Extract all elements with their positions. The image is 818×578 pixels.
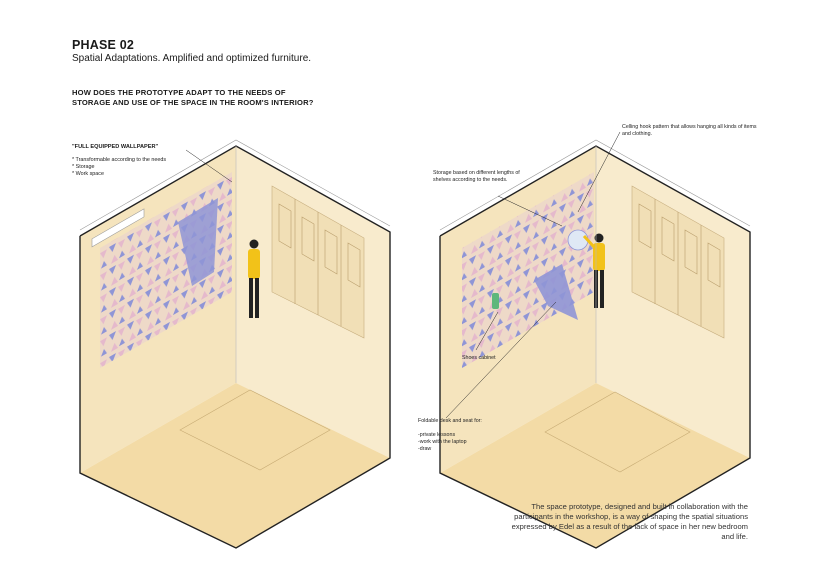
- desk-use-item: -draw: [418, 446, 432, 452]
- right-room-green-bottle: [492, 293, 499, 309]
- right-room-wardrobe-doors: [638, 199, 721, 326]
- ceiling-hook-annotation: Celling hook pattern that allows hanging…: [622, 124, 757, 137]
- right-room-leader-lines: [445, 131, 621, 419]
- right-room-top-edge: [439, 139, 751, 231]
- right-room-wallpaper: [462, 172, 594, 368]
- feature-item: * Storage: [72, 164, 95, 170]
- left-wallpaper-leader: [185, 149, 233, 183]
- caption: The space prototype, designed and built …: [511, 502, 748, 541]
- left-room-desk-panel: [178, 198, 218, 286]
- left-room-floor: [80, 383, 390, 548]
- left-room-wardrobe-doors: [278, 199, 361, 326]
- right-room: [439, 131, 751, 549]
- right-room-desk: [534, 264, 578, 320]
- right-room-floor: [440, 383, 750, 548]
- phase-title: PHASE 02: [72, 38, 135, 52]
- question-heading: HOW DOES THE PROTOTYPE ADAPT TO THE NEED…: [72, 88, 314, 107]
- left-room: [79, 139, 391, 549]
- left-room-top-edge: [79, 139, 391, 231]
- feature-item: * Transformable according to the needs: [72, 157, 167, 163]
- desk-use-item: -private lessons: [418, 432, 456, 438]
- shoes-cabinet-annotation: Shoes cabinet: [462, 355, 496, 361]
- wallpaper-title: "FULL EQUIPPED WALLPAPER": [72, 144, 159, 150]
- right-room-mirror: [567, 229, 589, 251]
- left-room-ceiling-light: [91, 208, 145, 248]
- left-room-figure: [248, 239, 260, 318]
- desk-annotation-title: Foldable desk and seat for:: [418, 418, 482, 424]
- phase-subtitle: Spatial Adaptations. Amplified and optim…: [72, 53, 312, 64]
- storage-annotation: Storage based on different lengths of sh…: [433, 170, 520, 183]
- feature-item: * Work space: [72, 171, 104, 177]
- right-room-rug: [544, 391, 691, 473]
- left-room-rug: [179, 389, 331, 471]
- desk-use-item: -work with the laptop: [418, 439, 467, 445]
